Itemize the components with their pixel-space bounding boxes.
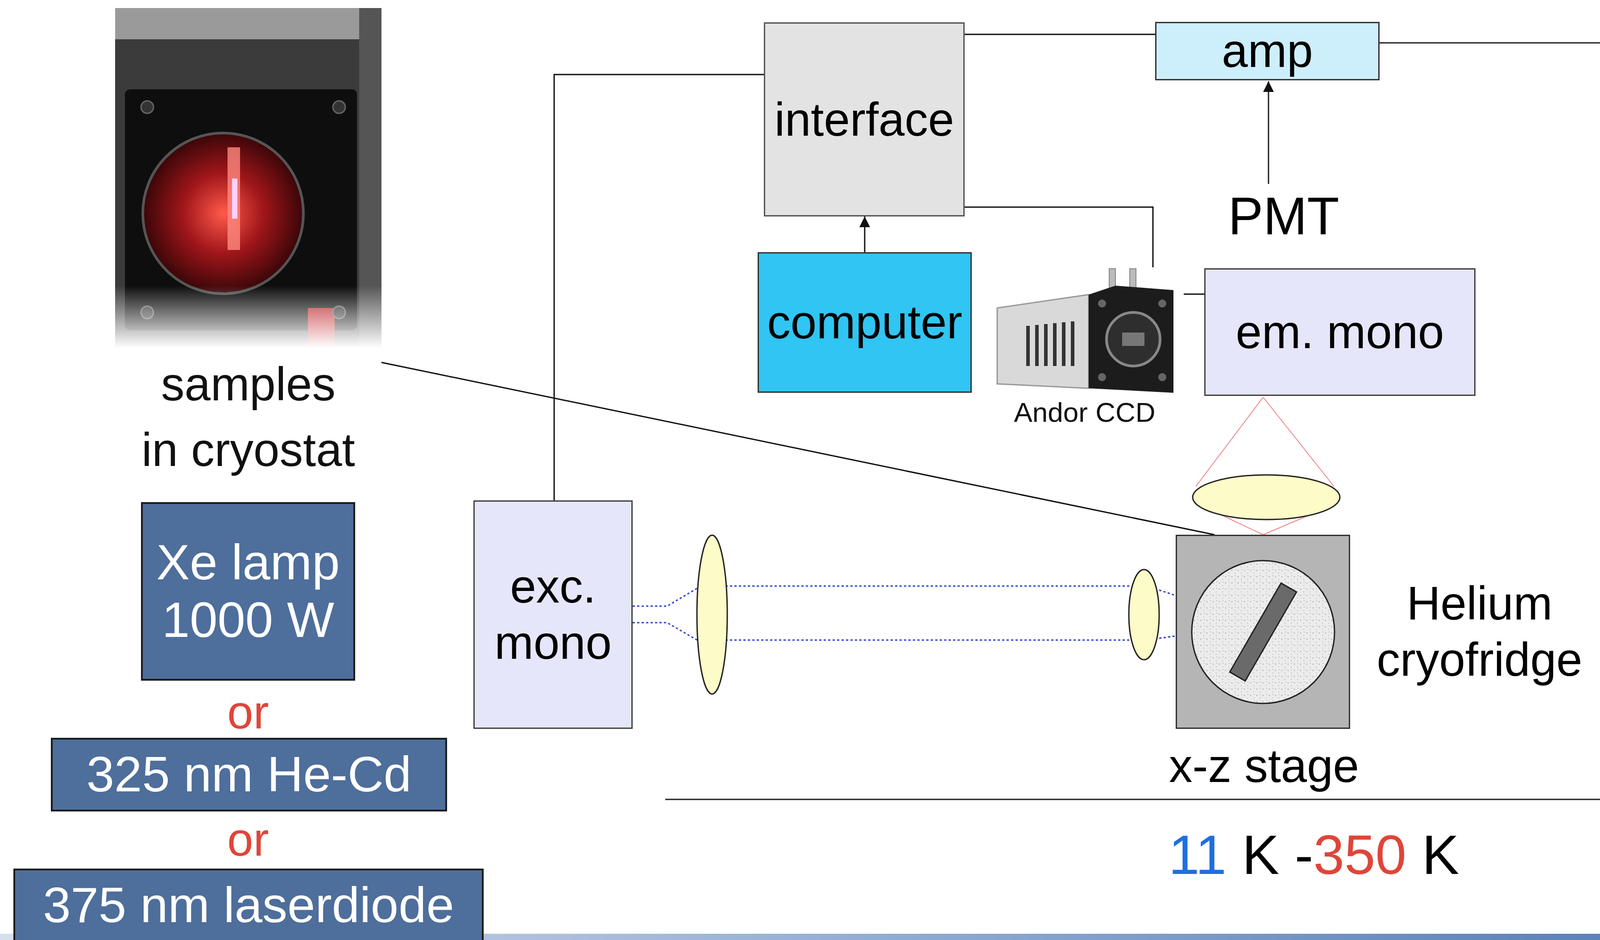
pmt-signal-wire [1268,81,1270,184]
screw [1158,299,1167,308]
amplifier-box: amp [1155,21,1380,81]
camera-window [1106,312,1161,366]
cryostat-window [142,132,304,294]
photo-fade [115,285,382,349]
emission-ray [1195,397,1264,487]
lens [1192,474,1340,520]
outside-label: x-z stage [1130,737,1398,794]
box-label: 325 nm He-Cd [86,745,412,804]
photo-wall [115,8,382,40]
lens [696,534,728,694]
beam-ray [712,585,1145,587]
camera-body [997,294,1089,389]
camera-fin [1044,323,1048,366]
signal-wire [864,216,866,253]
photo-caption-box: samples in cryostat [115,8,382,485]
screw [140,100,154,114]
or-label: or [227,688,269,736]
camera-fin [1052,323,1057,366]
box-label: samples in cryostat [139,351,358,483]
camera-fin [1070,321,1075,366]
signal-wire [1183,293,1205,295]
beam-ray [632,622,699,641]
camera-fin [1061,322,1066,366]
glowing-sample [227,147,241,250]
light-source-box: Xe lamp 1000 W [140,501,356,681]
emission-ray [1263,397,1335,487]
lens [1128,569,1160,660]
box-label: Xe lamp 1000 W [149,533,348,649]
camera-fin [1035,324,1039,366]
signal-wire [964,207,1153,268]
ccd-camera-node: Andor CCD [985,267,1184,429]
temperature-label: K - [1242,826,1314,883]
sample-highlight [232,178,238,219]
cryostat-box: Helium cryofridgex-z stage [1175,534,1351,729]
or-label: or [227,815,269,863]
baseline [665,798,1600,800]
cryostat-photo [115,8,382,349]
monochromator-box: em. mono [1204,268,1476,396]
box-label: exc. mono [480,558,626,671]
box-label: computer [766,295,963,350]
signal-wire [964,33,1156,36]
cryostat-fill [1175,534,1351,729]
outside-label: Helium cryofridge [1363,575,1596,688]
sample-holder [1229,582,1297,681]
camera-slit [1122,332,1145,346]
box-label: amp [1221,26,1313,76]
interface-box: interface [763,22,965,217]
beam-ray [632,587,699,606]
box-label: 375 nm laserdiode [42,876,454,934]
temperature-label: 350 [1313,826,1407,883]
camera-fin [1026,325,1030,366]
screw [1098,373,1107,382]
temperature-label: K [1421,826,1460,883]
beam-ray [712,639,1145,641]
screw [1098,299,1107,308]
amp-output-wire [1379,42,1600,44]
signal-wire [554,74,764,501]
box-label: interface [774,92,955,147]
box-label: em. mono [1235,305,1445,360]
detector-label: PMT [1227,189,1339,243]
computer-box: computer [757,252,972,393]
box-label: Andor CCD [1014,396,1156,428]
screw [332,100,346,114]
light-source-box: 375 nm laserdiode [13,868,484,940]
ccd-camera [997,268,1174,393]
light-source-box: 325 nm He-Cd [50,737,448,812]
screw [1158,373,1167,382]
monochromator-box: exc. mono [473,500,633,729]
temperature-label: 11 [1168,826,1227,883]
cryostat-disc [1191,560,1335,704]
camera-front [1088,285,1174,393]
